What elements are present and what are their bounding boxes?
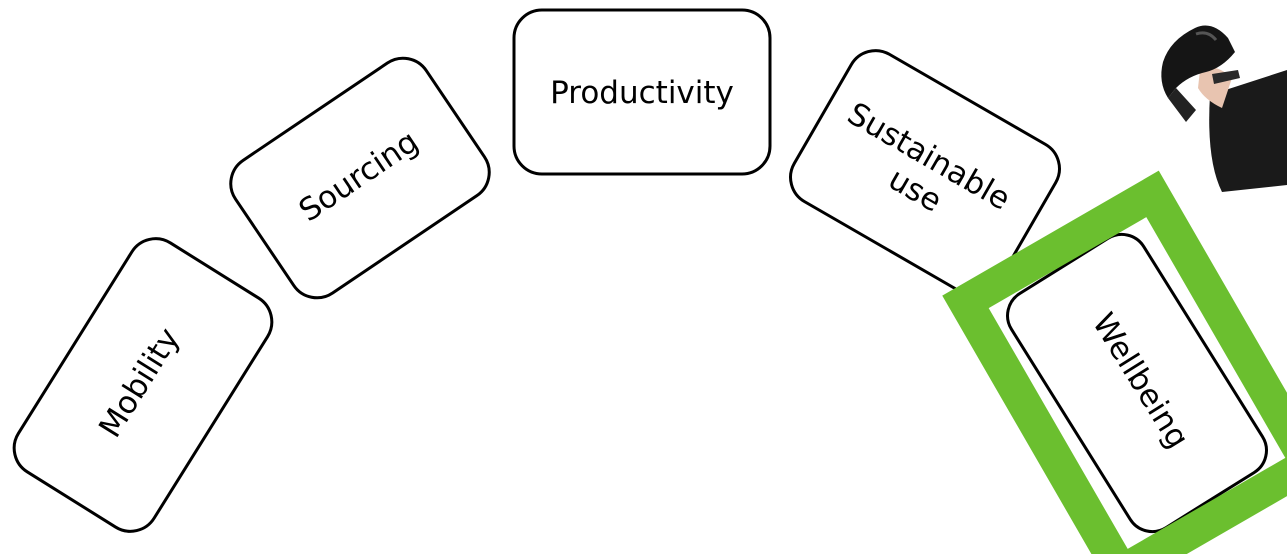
card-sustainable-use: Sustainable use	[789, 49, 1061, 297]
card-wellbeing: Wellbeing	[1006, 232, 1268, 534]
card-mobility: Mobility	[12, 237, 274, 533]
wellbeing-highlight-frame	[942, 170, 1287, 554]
card-productivity-label: Productivity	[550, 75, 734, 111]
card-productivity: Productivity	[512, 8, 772, 176]
leg-heel-illustration	[1161, 25, 1287, 192]
card-sourcing: Sourcing	[229, 56, 491, 300]
